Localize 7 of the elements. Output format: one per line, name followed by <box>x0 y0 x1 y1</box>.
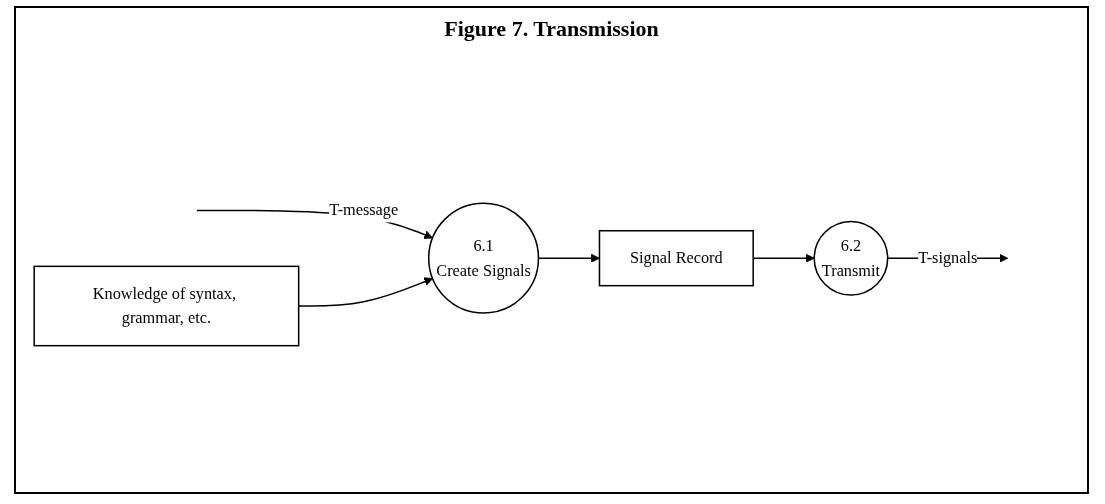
node-box: Knowledge of syntax, grammar, etc. <box>33 265 300 347</box>
edge-label: T-message <box>329 200 399 219</box>
node-circle: 6.2 Transmit <box>813 220 889 296</box>
figure-title: Figure 7. Transmission <box>443 16 660 42</box>
node-box: Signal Record <box>598 229 754 286</box>
node-circle: 6.1 Create Signals <box>427 202 540 314</box>
edge-label: T-signals <box>918 248 978 266</box>
